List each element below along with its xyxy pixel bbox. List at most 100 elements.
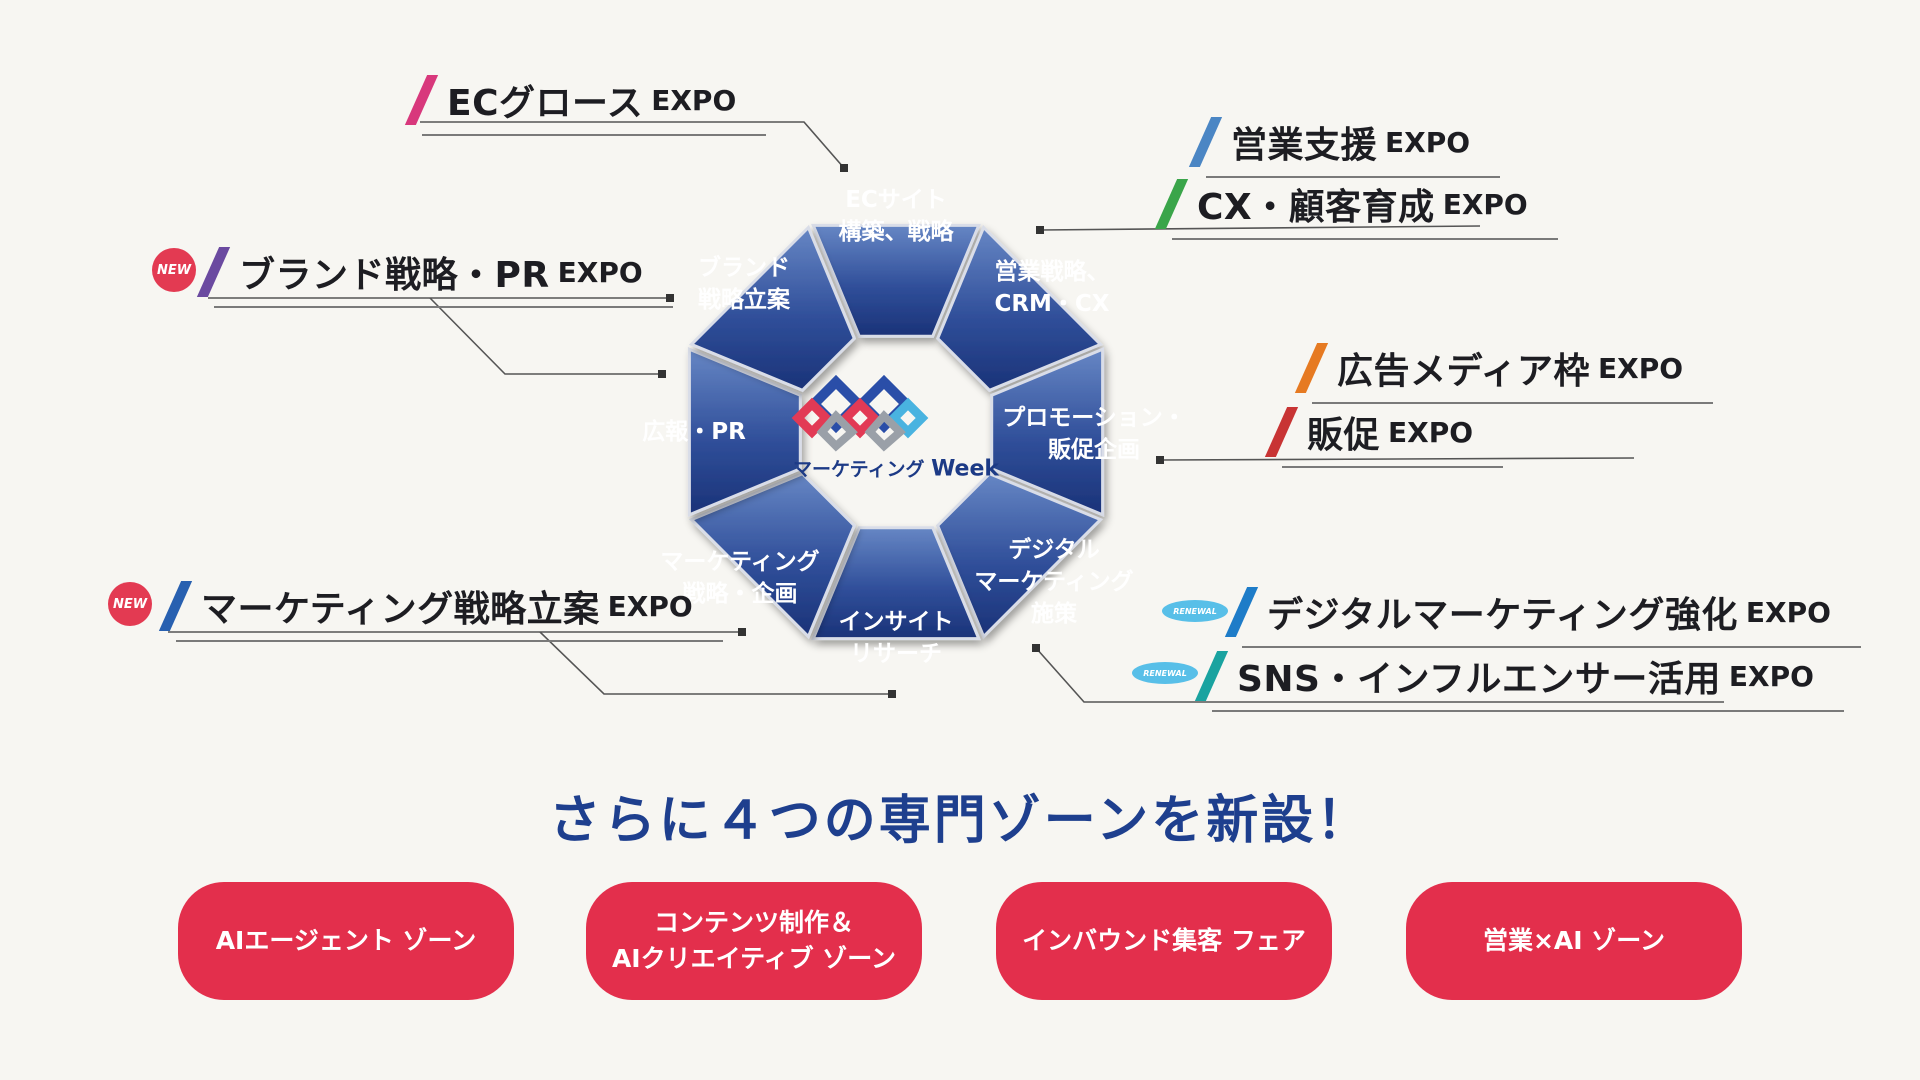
segment-label: マーケティング	[660, 549, 820, 575]
expo-suffix: EXPO	[1388, 415, 1474, 449]
expo-name: ECグロース	[447, 83, 644, 124]
expo-name: SNS・インフルエンサー活用	[1237, 659, 1721, 700]
segment-label: マーケティング	[974, 569, 1134, 595]
expo-suffix: EXPO	[1745, 595, 1831, 629]
expo-suffix: EXPO	[1597, 351, 1684, 385]
center-logo-name: マーケティング	[792, 458, 925, 481]
expo-underline	[1212, 710, 1844, 712]
segment-ec-site: ECサイト 構築、戦略	[839, 184, 954, 248]
segment-label: ECサイト	[845, 187, 947, 213]
renewal-badge: RENEWAL	[1132, 662, 1198, 684]
segment-label: 戦略・企画	[682, 581, 798, 607]
segment-label: ブランド	[698, 255, 790, 281]
segment-label: CRM・CX	[994, 291, 1110, 317]
segment-label: 営業戦略、	[994, 259, 1110, 285]
expo-underline	[214, 306, 673, 308]
leader-dot	[840, 164, 848, 172]
expo-sales-promotion[interactable]: 販促 EXPO	[1264, 404, 1503, 468]
segment-label: インサイト	[838, 609, 954, 635]
seg-digital	[935, 471, 1104, 640]
zone-ai-agent-button[interactable]: AIエージェント ゾーン	[178, 882, 514, 1000]
segment-digital-marketing: デジタル マーケティング 施策	[974, 534, 1133, 630]
leader-dot	[666, 294, 674, 302]
renewal-badge: RENEWAL	[1162, 600, 1228, 622]
segment-label: 構築、戦略	[838, 219, 954, 245]
seg-promo	[990, 347, 1105, 517]
segment-label: 広報・PR	[642, 419, 746, 445]
expo-suffix: EXPO	[1442, 187, 1528, 221]
zone-sales-ai-button[interactable]: 営業×AI ゾーン	[1406, 882, 1742, 1000]
new-badge: NEW	[152, 248, 196, 292]
expo-sales-support[interactable]: 営業支援 EXPO	[1188, 114, 1500, 178]
leader-cx	[1039, 225, 1481, 231]
segment-marketing-strategy: マーケティング 戦略・企画	[660, 546, 819, 610]
leader-promo	[1159, 457, 1635, 461]
expo-name: 営業支援	[1231, 125, 1378, 166]
zone-label: インバウンド集客 フェア	[1022, 926, 1306, 955]
expo-underline	[1172, 238, 1558, 240]
expo-underline	[1242, 646, 1861, 648]
expo-underline	[1282, 466, 1503, 468]
expo-name: デジタルマーケティング強化	[1267, 595, 1738, 636]
expo-name: ブランド戦略・PR	[239, 255, 550, 296]
segment-label: 戦略立案	[698, 287, 790, 313]
leader-dot	[1156, 456, 1164, 464]
segment-brand-strategy: ブランド 戦略立案	[698, 252, 790, 316]
zone-label: 営業×AI ゾーン	[1482, 926, 1666, 955]
expo-ad-media[interactable]: 広告メディア枠 EXPO	[1294, 340, 1713, 404]
headline: さらに４つの専門ゾーンを新設！	[548, 791, 1372, 851]
expo-name: マーケティング戦略立案	[201, 589, 600, 630]
seg-strategy	[688, 471, 857, 640]
zone-content-ai-creative-button[interactable]: コンテンツ制作＆ AIクリエイティブ ゾーン	[586, 882, 922, 1000]
leader-digital	[1035, 647, 1724, 703]
zone-label: AIエージェント ゾーン	[215, 926, 477, 955]
zone-inbound-fair-button[interactable]: インバウンド集客 フェア	[996, 882, 1332, 1000]
expo-suffix: EXPO	[557, 255, 643, 289]
expo-name: CX・顧客育成	[1197, 187, 1435, 228]
segment-pr: 広報・PR	[642, 416, 746, 448]
seg-ec	[811, 223, 981, 338]
leader-strategy-b	[539, 631, 892, 695]
seg-brand	[688, 224, 857, 393]
seg-sales	[935, 224, 1104, 393]
expo-brand-pr[interactable]: ブランド戦略・PR EXPO	[196, 244, 673, 308]
expo-name: 販促	[1307, 415, 1381, 456]
expo-underline	[422, 134, 766, 136]
expo-underline	[1312, 402, 1713, 404]
expo-suffix: EXPO	[607, 589, 693, 623]
expo-sns-influencer[interactable]: SNS・インフルエンサー活用 EXPO	[1194, 648, 1844, 712]
center-logo-text: マーケティング Week	[793, 455, 999, 482]
segment-promotion: プロモーション・ 販促企画	[1002, 402, 1186, 466]
leader-ec	[420, 121, 845, 169]
expo-underline	[176, 640, 723, 642]
expo-suffix: EXPO	[1728, 659, 1814, 693]
segment-sales-crm: 営業戦略、 CRM・CX	[994, 256, 1109, 320]
segment-label: プロモーション・	[1002, 405, 1186, 431]
segment-insight-research: インサイト リサーチ	[839, 606, 954, 670]
segment-label: 販促企画	[1047, 437, 1140, 463]
expo-ec-growth[interactable]: ECグロース EXPO	[404, 72, 766, 136]
zone-label: コンテンツ制作＆	[653, 908, 854, 937]
marketing-week-logo-icon	[791, 374, 929, 452]
leader-brand-b	[429, 297, 662, 375]
expo-underline	[1206, 176, 1500, 178]
expo-suffix: EXPO	[1385, 125, 1471, 159]
leader-dot	[658, 370, 666, 378]
expo-cx-customer[interactable]: CX・顧客育成 EXPO	[1154, 176, 1558, 240]
leader-dot	[1032, 644, 1040, 652]
leader-dot	[1036, 226, 1044, 234]
expo-suffix: EXPO	[651, 83, 737, 117]
segment-label: 施策	[1030, 601, 1077, 627]
leader-dot	[738, 628, 746, 636]
new-badge: NEW	[108, 582, 152, 626]
seg-insight	[811, 526, 981, 641]
expo-digital-marketing[interactable]: デジタルマーケティング強化 EXPO	[1224, 584, 1861, 648]
expo-name: 広告メディア枠	[1337, 351, 1590, 392]
zone-label: AIクリエイティブ ゾーン	[611, 944, 897, 973]
expo-marketing-strategy[interactable]: マーケティング戦略立案 EXPO	[158, 578, 723, 642]
segment-label: デジタル	[1008, 537, 1100, 563]
leader-dot	[888, 690, 896, 698]
segment-label: リサーチ	[850, 641, 942, 667]
